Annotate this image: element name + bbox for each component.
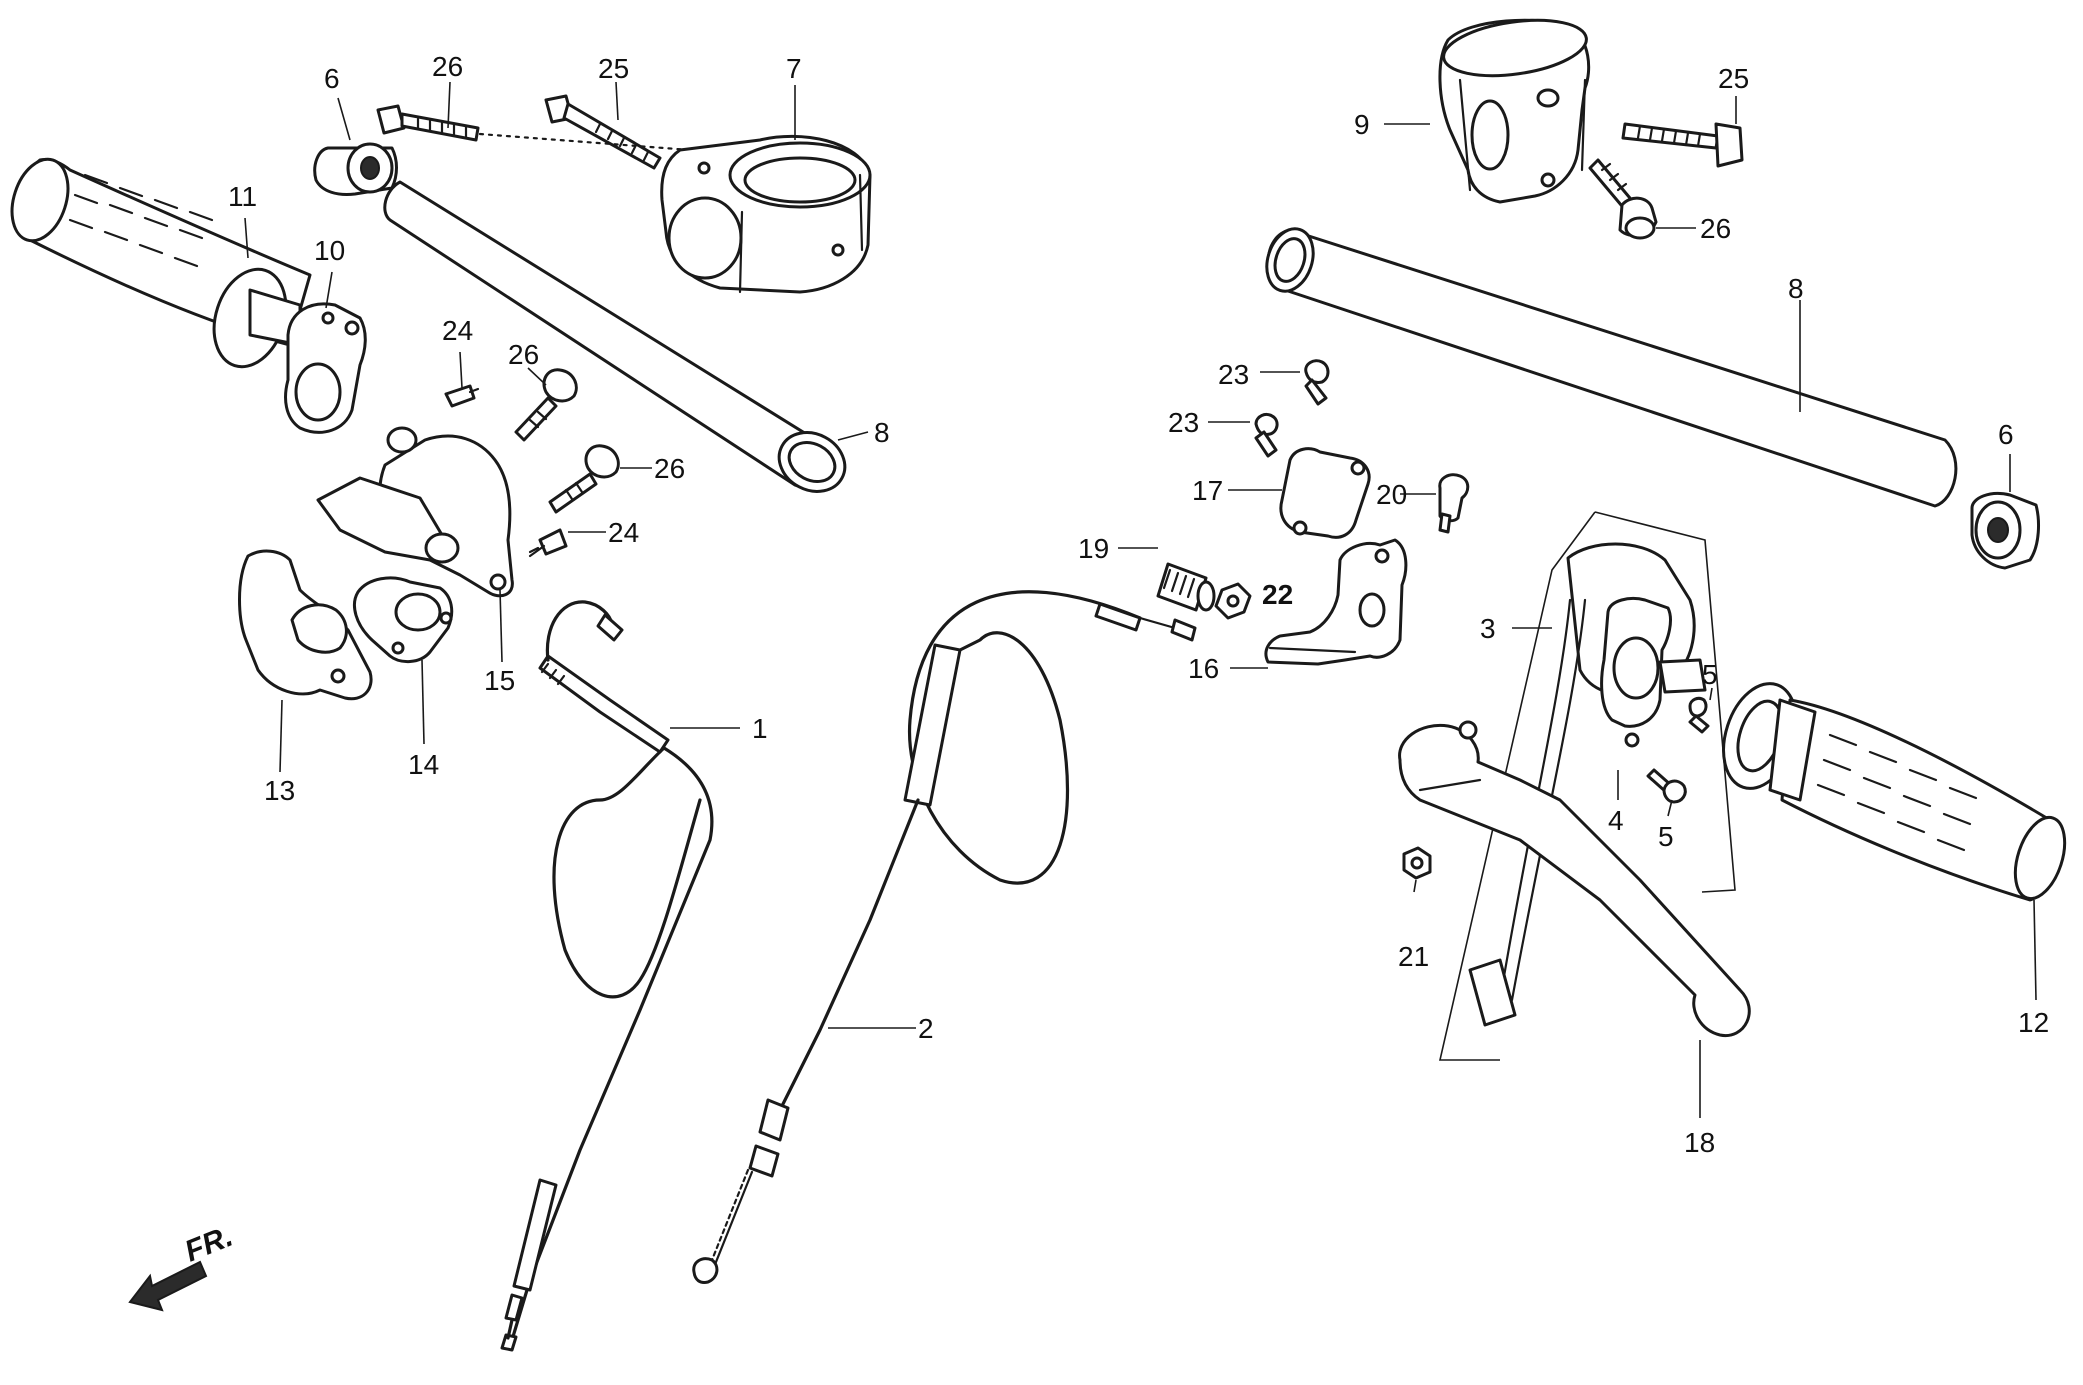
lever-bracket-lower-part-16 [1264, 538, 1408, 666]
throttle-housing-upper-part-15 [316, 426, 514, 598]
callout-20: 20 [1376, 479, 1407, 510]
callout-25-top-left: 25 [598, 53, 629, 84]
handlebar-tube-part-8-right [1265, 227, 1958, 508]
callout-15: 15 [484, 665, 515, 696]
callout-23-lower: 23 [1168, 407, 1199, 438]
handlebar-tube-part-8-left [383, 180, 847, 493]
callout-26-right: 26 [1700, 213, 1731, 244]
throttle-housing-lower-part-13 [238, 549, 373, 701]
screw-part-24-upper [444, 384, 480, 408]
callout-21: 21 [1398, 941, 1429, 972]
callout-26-lower-left: 26 [654, 453, 685, 484]
callout-24-lower: 24 [608, 517, 639, 548]
callout-4: 4 [1608, 805, 1624, 836]
right-grip-part-12 [1722, 682, 2067, 902]
callout-26-mid-left: 26 [508, 339, 539, 370]
lever-holder-part-4 [1600, 597, 1707, 748]
callout-8-right: 8 [1788, 273, 1804, 304]
clutch-cable-part-2 [692, 590, 1197, 1284]
bolt-part-26-mid-left [514, 368, 578, 442]
front-direction-arrow [128, 1260, 208, 1312]
screw-part-23-lower [1254, 412, 1279, 458]
callout-11: 11 [228, 181, 257, 212]
callout-6-left: 6 [324, 63, 340, 94]
screw-part-23-upper [1304, 359, 1330, 406]
throttle-cable-part-1 [500, 600, 714, 1352]
front-direction-label: FR. [180, 1220, 237, 1269]
bolt-part-25-top-left [544, 94, 662, 170]
screw-part-5-upper [1688, 696, 1710, 734]
callout-19: 19 [1078, 533, 1109, 564]
leader-lines [244, 81, 2037, 1118]
callout-12: 12 [2018, 1007, 2049, 1038]
callout-13: 13 [264, 775, 295, 806]
lever-bracket-upper-part-17 [1279, 447, 1371, 539]
left-grip-part-11 [10, 157, 312, 369]
bar-end-cap-part-6-left [313, 142, 398, 196]
callout-3: 3 [1480, 613, 1496, 644]
throttle-clamp-part-14 [353, 576, 454, 663]
handlebar-clamp-part-9 [1438, 18, 1591, 204]
callout-26-top-left: 26 [432, 51, 463, 82]
callout-10: 10 [314, 235, 345, 266]
handlebar-clamp-part-7 [660, 134, 872, 294]
callout-8-left: 8 [874, 417, 890, 448]
callout-24-upper: 24 [442, 315, 473, 346]
callout-16: 16 [1188, 653, 1219, 684]
throttle-holder-part-10 [284, 302, 367, 434]
callout-5-lower: 5 [1658, 821, 1674, 852]
bolt-part-20 [1438, 473, 1470, 534]
cable-adjuster-part-19 [1156, 562, 1216, 612]
bolt-part-26-top-left [376, 104, 480, 142]
callout-9: 9 [1354, 109, 1370, 140]
callout-2: 2 [918, 1013, 934, 1044]
callout-7: 7 [786, 53, 802, 84]
bar-end-cap-part-6-right [1970, 492, 2040, 570]
callout-22: 22 [1262, 579, 1293, 610]
screw-part-5-lower [1646, 768, 1687, 804]
callout-5-upper: 5 [1702, 659, 1718, 690]
lock-nut-part-22 [1214, 582, 1252, 620]
bolt-part-25-right [1621, 122, 1744, 168]
callout-23-upper: 23 [1218, 359, 1249, 390]
screw-part-24-lower [528, 528, 568, 558]
callout-14: 14 [408, 749, 439, 780]
clutch-lever-part-18 [1398, 720, 1751, 1037]
callout-1: 1 [752, 713, 768, 744]
bolt-part-26-lower-left [548, 444, 620, 514]
callout-25-right: 25 [1718, 63, 1749, 94]
bolt-part-26-right [1588, 158, 1658, 240]
nut-part-21 [1402, 846, 1432, 880]
callout-17: 17 [1192, 475, 1223, 506]
callout-6-right: 6 [1998, 419, 2014, 450]
callout-18: 18 [1684, 1127, 1715, 1158]
